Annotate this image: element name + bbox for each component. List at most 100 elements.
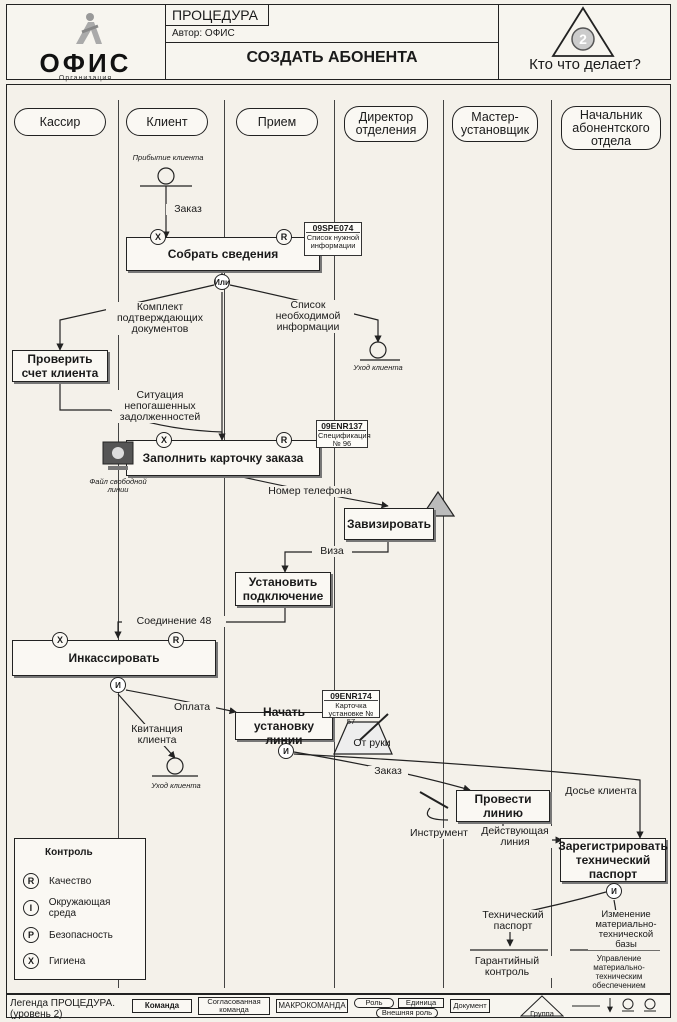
flow-tool: Инструмент xyxy=(404,828,474,839)
computer-icon xyxy=(102,441,134,470)
lane-reception: Прием xyxy=(236,108,318,136)
flow-free-line: Файл свободной линии xyxy=(89,477,147,494)
control-legend: Контроль R Качество I Окружающая среда P Бе… xyxy=(14,838,146,980)
flow-receipt: Квитанция клиента xyxy=(122,724,192,746)
command-register[interactable]: Зарегистрировать технический паспорт xyxy=(558,838,668,882)
junction-and-2: И xyxy=(278,743,294,759)
lane-divider xyxy=(224,100,225,988)
junction-or: Или xyxy=(214,274,230,290)
command-lay-line-label: Провести линию xyxy=(474,792,532,820)
lane-director: Директор отделения xyxy=(344,106,428,142)
logo-subtitle: Организация xyxy=(58,75,113,82)
flow-order-2: Заказ xyxy=(368,766,408,777)
flow-debts: Ситуация непогашенных задолженностей xyxy=(112,390,208,423)
legend-label: Безопасность xyxy=(49,929,113,941)
document-d1-text: Список нужной информации xyxy=(306,233,360,250)
document-d2-text: Спецификация № 96 xyxy=(318,431,371,448)
logo-figure-icon xyxy=(76,13,102,44)
flow-dossier: Досье клиента xyxy=(564,785,638,797)
flow-base-mgmt: Управление материально-техническим обесп… xyxy=(574,954,664,990)
command-fill-card[interactable]: Заполнить карточку заказа xyxy=(126,440,320,476)
flow-client-leaves-2: Уход клиента xyxy=(151,781,201,790)
flow-order: Заказ xyxy=(166,204,210,215)
who-does-what-block: 2 Кто что делает? xyxy=(498,4,671,80)
junction-and: И xyxy=(110,677,126,693)
flow-handmade: От руки xyxy=(353,737,391,749)
lane-installer: Мастер-установщик xyxy=(452,106,538,142)
legend-label: Качество xyxy=(49,875,92,887)
command-check-account-label: Проверить счет клиента xyxy=(21,352,99,380)
level-number: 2 xyxy=(579,31,587,47)
legend-agreed-command: Согласованная команда xyxy=(198,997,270,1015)
logo-text: ОФИС xyxy=(39,48,132,78)
legend-symbol: X xyxy=(23,953,39,969)
diagram-frame xyxy=(6,84,671,994)
command-install[interactable]: Установить подключение xyxy=(235,572,331,606)
procedure-label: ПРОЦЕДУРА xyxy=(166,4,269,26)
control-x: X xyxy=(52,632,68,648)
flow-phone: Номер телефона xyxy=(262,486,358,497)
control-r: R xyxy=(276,229,292,245)
legend-title: Контроль xyxy=(45,847,93,858)
control-x: X xyxy=(150,229,166,245)
flow-docs: Комплект подтверждающих документов xyxy=(106,302,214,335)
control-r: R xyxy=(168,632,184,648)
command-collect-label: Собрать сведения xyxy=(167,247,279,261)
document-d2-code: 09ENR137 xyxy=(318,422,366,431)
legend-misc-icons xyxy=(572,998,656,1013)
lane-divider xyxy=(443,100,444,988)
lane-divider xyxy=(334,100,335,988)
command-collect-cash-label: Инкассировать xyxy=(68,651,160,665)
document-d3-code: 09ENR174 xyxy=(324,692,378,701)
flow-base-change: Изменение материально-технической базы xyxy=(588,910,664,950)
legend-symbol: I xyxy=(23,900,39,916)
legend-bar-title: Легенда ПРОЦЕДУРА. (уровень 2) xyxy=(10,998,115,1020)
junction-and-3: И xyxy=(606,883,622,899)
command-fill-card-label: Заполнить карточку заказа xyxy=(142,451,304,465)
legend-role: Роль xyxy=(354,998,394,1008)
legend-unit: Единица xyxy=(398,998,444,1008)
control-r: R xyxy=(276,432,292,448)
command-start-install-label: Начать установку линии xyxy=(253,705,315,747)
legend-item: X Гигиена xyxy=(23,953,85,969)
lane-client: Клиент xyxy=(126,108,208,136)
command-check-account[interactable]: Проверить счет клиента xyxy=(12,350,108,382)
lane-cashier: Кассир xyxy=(14,108,106,136)
flow-client-leaves: Уход клиента xyxy=(353,363,403,372)
flow-payment: Оплата xyxy=(168,702,216,713)
legend-ext-role: Внешняя роль xyxy=(376,1008,438,1018)
command-install-label: Установить подключение xyxy=(242,575,324,603)
command-approve[interactable]: Завизировать xyxy=(344,508,434,540)
legend-macro: МАКРОКОМАНДА xyxy=(276,999,348,1013)
legend-symbol: P xyxy=(23,927,39,943)
lane-subscriber-head: Начальник абонентского отдела xyxy=(561,106,661,150)
legend-symbol: R xyxy=(23,873,39,889)
legend-command: Команда xyxy=(132,999,192,1013)
lane-divider xyxy=(551,100,552,988)
flow-tech-passport: Технический паспорт xyxy=(478,910,548,932)
legend-label: Окружающая среда xyxy=(48,897,111,919)
legend-group: Группа xyxy=(530,1009,554,1018)
command-lay-line[interactable]: Провести линию xyxy=(456,790,550,822)
flow-info-list: Список необходимой информации xyxy=(262,300,354,333)
legend-item: P Безопасность xyxy=(23,927,113,943)
legend-label: Гигиена xyxy=(49,955,86,967)
level-triangle-icon: 2 xyxy=(551,6,615,57)
legend-item: R Качество xyxy=(23,873,91,889)
author: Автор: ОФИС xyxy=(166,26,498,43)
command-register-label: Зарегистрировать технический паспорт xyxy=(558,839,668,881)
flow-active-line: Действующая линия xyxy=(478,826,552,848)
legend-item: I Окружающая среда xyxy=(23,897,139,919)
command-collect-cash[interactable]: Инкассировать xyxy=(12,640,216,676)
document-d3-text: Карточка установке № 57 xyxy=(328,701,374,726)
logo-block: ОФИС Организация xyxy=(6,4,166,82)
page-title: СОЗДАТЬ АБОНЕНТА xyxy=(246,49,418,66)
command-start-install[interactable]: Начать установку линии xyxy=(235,705,333,747)
flow-warranty: Гарантийный контроль xyxy=(454,956,560,978)
command-approve-label: Завизировать xyxy=(346,517,432,531)
